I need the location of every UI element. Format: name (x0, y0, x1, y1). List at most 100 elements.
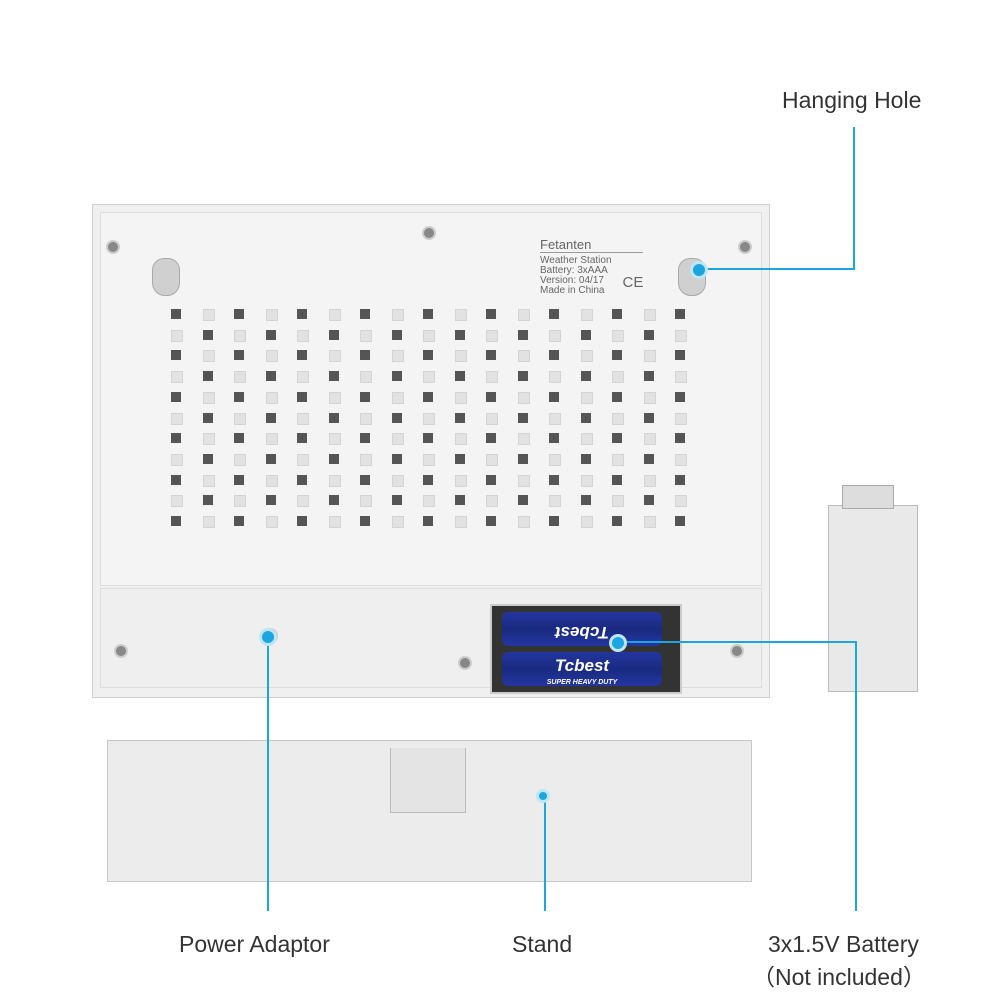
vent-hole (486, 371, 498, 384)
vent-hole (202, 516, 215, 528)
vent-hole (643, 495, 654, 506)
stand-marker (536, 789, 550, 803)
vent-hole (454, 309, 467, 321)
vent-hole (580, 391, 593, 404)
vent-hole (517, 412, 528, 423)
label-line: Version: 04/17 (540, 275, 604, 286)
vent-hole (612, 433, 622, 444)
vent-hole (675, 329, 687, 342)
vent-hole (423, 495, 435, 508)
vent-hole (454, 516, 467, 528)
vent-hole (202, 329, 213, 340)
brand-name: Fetanten (540, 238, 644, 253)
vent-hole (171, 412, 183, 425)
vent-hole (171, 309, 181, 319)
ce-mark-icon: CE (622, 274, 644, 291)
vent-hole (580, 453, 591, 464)
vent-hole (675, 350, 685, 361)
vent-hole (675, 412, 687, 425)
vent-hole (360, 412, 372, 425)
vent-hole (549, 495, 561, 508)
screw-icon (106, 240, 120, 254)
vent-hole (675, 495, 687, 508)
vent-hole (423, 474, 433, 485)
screw-icon (458, 656, 472, 670)
vent-hole (328, 371, 339, 382)
vent-hole (580, 474, 593, 487)
vent-hole (612, 350, 622, 361)
vent-hole (643, 453, 654, 464)
vent-hole (265, 433, 278, 446)
vent-hole (517, 495, 528, 506)
vent-hole (580, 329, 591, 340)
battery-cover-clip (842, 485, 894, 509)
vent-hole (486, 412, 498, 425)
vent-hole (391, 516, 404, 528)
vent-hole (265, 495, 276, 506)
vent-hole (486, 516, 496, 526)
vent-hole (234, 495, 246, 508)
vent-hole (265, 371, 276, 382)
vent-hole (328, 453, 339, 464)
vent-hole (328, 495, 339, 506)
vent-hole (423, 391, 433, 402)
vent-hole (360, 350, 370, 361)
vent-hole (612, 391, 622, 402)
screw-icon (114, 644, 128, 658)
vent-hole (297, 371, 309, 384)
vent-hole (202, 391, 215, 404)
vent-hole (643, 433, 656, 446)
vent-hole (234, 412, 246, 425)
vent-hole (423, 433, 433, 444)
vent-hole (454, 329, 465, 340)
vent-hole (675, 433, 685, 444)
vent-hole (580, 371, 591, 382)
power-adaptor-marker (259, 628, 277, 646)
vent-hole (297, 412, 309, 425)
vent-hole (391, 309, 404, 321)
vent-hole (360, 433, 370, 444)
vent-hole (454, 371, 465, 382)
vent-hole (612, 371, 624, 384)
vent-hole (202, 453, 213, 464)
vent-hole (391, 474, 404, 487)
vent-hole (171, 433, 181, 444)
vent-hole (360, 516, 370, 526)
vent-hole (517, 329, 528, 340)
vent-hole (234, 453, 246, 466)
screw-icon (422, 226, 436, 240)
vent-hole (612, 329, 624, 342)
vent-hole (549, 474, 559, 485)
vent-hole (454, 453, 465, 464)
vent-hole (297, 391, 307, 402)
vent-hole (297, 474, 307, 485)
vent-hole (675, 516, 685, 526)
vent-hole (517, 371, 528, 382)
vent-hole (643, 516, 656, 528)
vent-hole (643, 391, 656, 404)
vent-hole (391, 433, 404, 446)
vent-hole (297, 453, 309, 466)
vent-hole (549, 412, 561, 425)
vent-hole (234, 371, 246, 384)
vent-hole (612, 516, 622, 526)
vent-hole (675, 391, 685, 402)
vent-hole (202, 433, 215, 446)
vent-hole (580, 350, 593, 363)
vent-hole (423, 309, 433, 319)
vent-hole (454, 412, 465, 423)
vent-hole (454, 495, 465, 506)
vent-hole (486, 433, 496, 444)
vent-hole (643, 329, 654, 340)
vent-hole (517, 453, 528, 464)
hanging-hole-marker (690, 261, 708, 279)
vent-hole (265, 391, 278, 404)
vent-hole (360, 371, 372, 384)
vent-hole (675, 453, 687, 466)
vent-hole (391, 350, 404, 363)
vent-hole (454, 350, 467, 363)
vent-hole (580, 433, 593, 446)
vent-hole (612, 412, 624, 425)
vent-hole (360, 329, 372, 342)
